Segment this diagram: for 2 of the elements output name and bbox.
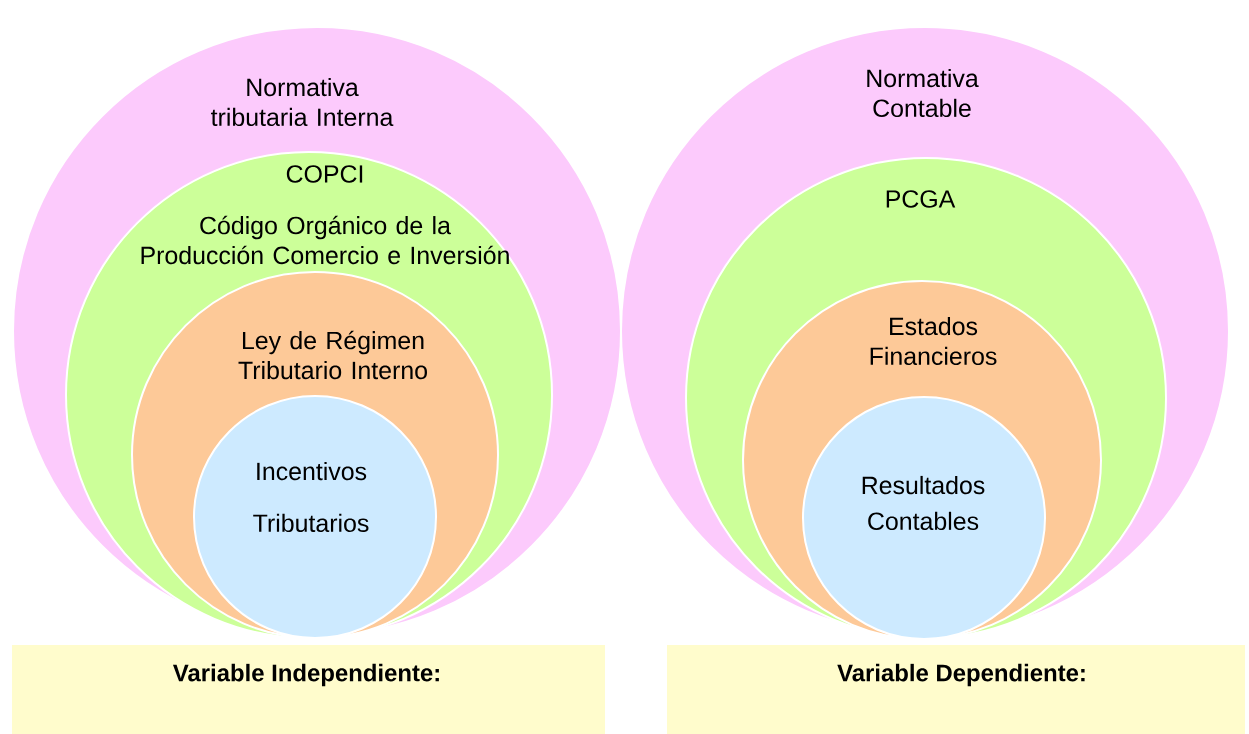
variable-box: Variable Dependiente: — [667, 645, 1245, 734]
variable-box: Variable Independiente: — [12, 645, 605, 734]
